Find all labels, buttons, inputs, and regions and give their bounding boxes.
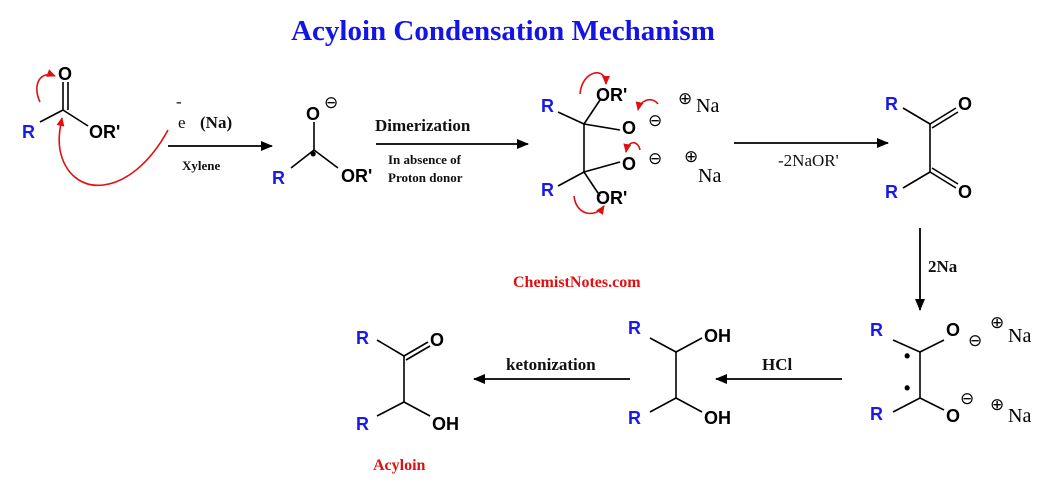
svg-text:O: O [430,330,444,350]
svg-text:R: R [885,182,898,202]
curly-arrow [36,69,56,103]
step-5-arrow: HCl [715,355,842,384]
svg-text:Na: Na [1008,405,1031,427]
svg-text:⊕: ⊕ [990,395,1004,414]
svg-text:OH: OH [704,326,731,346]
solvent-label: Xylene [182,158,221,173]
svg-text:R: R [870,320,883,340]
svg-text:⊖: ⊖ [960,389,974,408]
step-4-arrow: 2Na [915,228,958,311]
svg-text:Na: Na [1008,325,1031,347]
svg-text:O: O [958,94,972,114]
enediolate-structure: R R • • O ⊖ ⊕ Na O ⊖ ⊕ Na [870,313,1031,427]
dimer-structure: R R OR' O ⊖ ⊕ Na O ⊖ ⊕ Na OR' [541,72,721,215]
enediol-structure: R R OH OH [628,318,731,428]
svg-text:R: R [272,168,285,188]
ester-structure: R O OR' [22,64,169,186]
svg-text:OH: OH [704,408,731,428]
svg-text:In absence of: In absence of [388,152,462,167]
step-1-arrow: - e (Na) Xylene [168,92,273,173]
svg-text:OR': OR' [596,188,627,208]
svg-text:O: O [622,154,636,174]
svg-text:•: • [904,346,910,366]
svg-text:Na: Na [698,165,721,187]
radical-anion-structure: R O ⊖ • OR' [272,93,372,188]
svg-text:OH: OH [432,414,459,434]
product-label: Acyloin [373,457,426,474]
step-3-arrow: -2NaOR' [734,138,889,170]
dimerization-label: Dimerization [375,116,471,135]
curly-arrow [56,117,169,186]
or-group: OR' [89,122,120,142]
ketonization-label: ketonization [506,355,596,374]
svg-text:•: • [310,144,316,164]
svg-text:R: R [885,94,898,114]
svg-text:OR': OR' [596,85,627,105]
svg-text:R: R [356,328,369,348]
svg-text:OR': OR' [341,166,372,186]
svg-text:O: O [946,406,960,426]
elimination-label: -2NaOR' [778,151,839,170]
svg-text:R: R [870,404,883,424]
sodium-label: (Na) [200,113,232,132]
svg-text:⊖: ⊖ [324,93,338,112]
svg-text:R: R [541,96,554,116]
svg-text:R: R [356,414,369,434]
svg-text:⊕: ⊕ [684,147,698,166]
svg-text:⊖: ⊖ [968,331,982,350]
svg-text:Proton donor: Proton donor [388,170,463,185]
svg-text:Na: Na [696,95,719,117]
svg-text:R: R [628,318,641,338]
r-group: R [22,122,35,142]
svg-text:⊕: ⊕ [990,313,1004,332]
step-2-arrow: Dimerization In absence of Proton donor [375,116,529,185]
electron-label: e [178,113,186,132]
page-title: Acyloin Condensation Mechanism [291,15,715,47]
svg-text:O: O [306,104,320,124]
acid-label: HCl [762,355,793,374]
svg-text:O: O [946,320,960,340]
svg-text:O: O [622,118,636,138]
diketone-structure: R O R O [885,94,972,202]
watermark: ChemistNotes.com [513,274,641,291]
svg-text:⊖: ⊖ [648,149,662,168]
svg-text:R: R [628,408,641,428]
svg-text:⊖: ⊖ [648,111,662,130]
svg-text:R: R [541,180,554,200]
svg-text:⊕: ⊕ [678,89,692,108]
svg-text:-: - [176,92,182,111]
svg-text:O: O [958,182,972,202]
svg-text:•: • [904,378,910,398]
oxygen: O [58,64,72,84]
step-6-arrow: ketonization [473,355,630,384]
reduction-label: 2Na [928,257,958,276]
acyloin-structure: R O R OH [356,328,459,434]
